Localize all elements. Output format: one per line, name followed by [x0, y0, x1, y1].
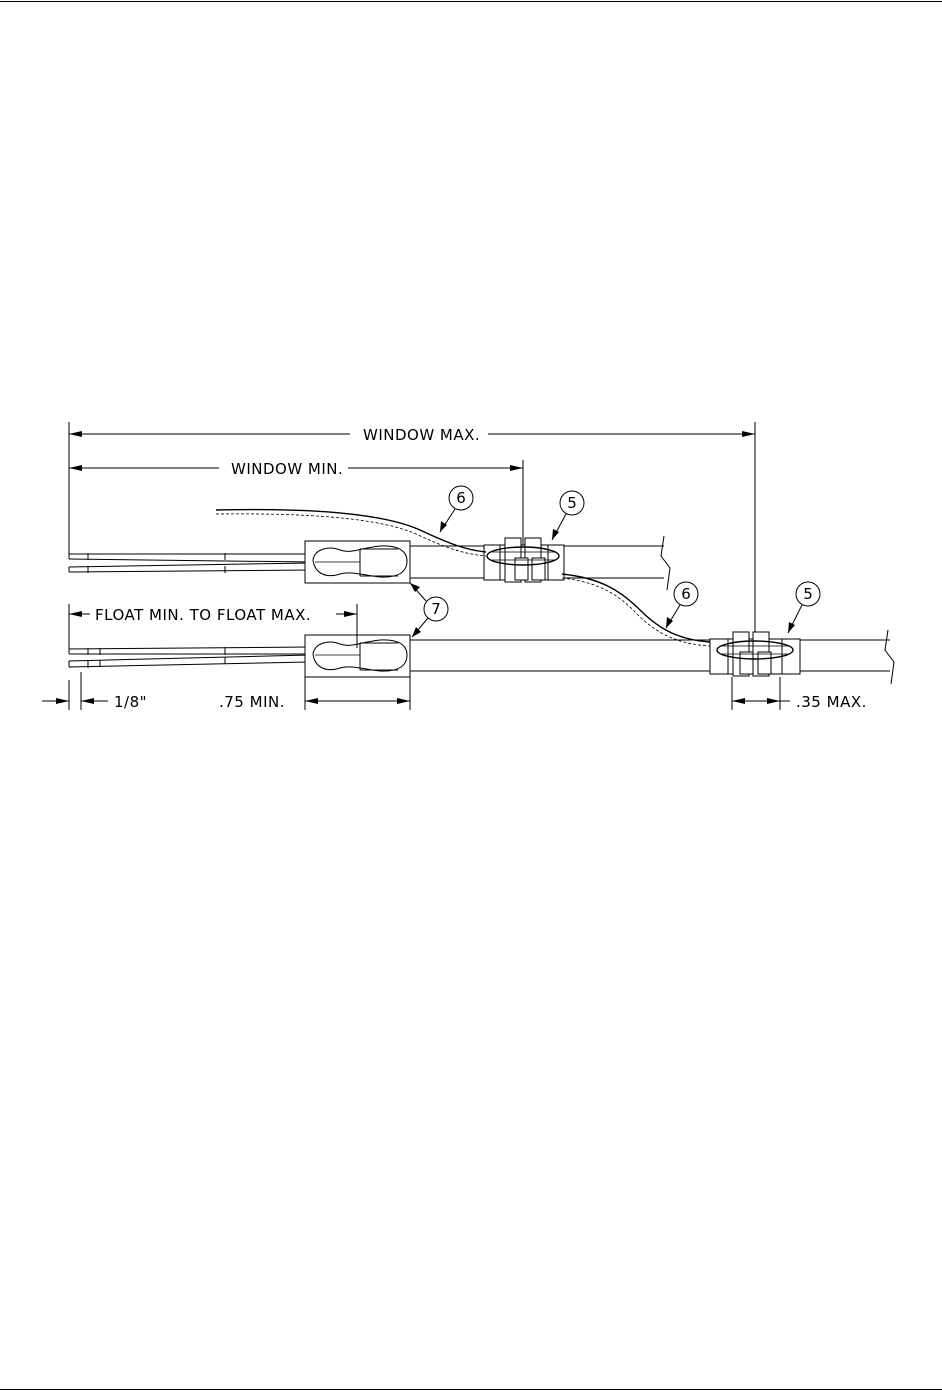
lower-clip-tab-b [758, 652, 771, 674]
callout-5-lower-arrow [788, 622, 795, 633]
float-range-label: FLOAT MIN. TO FLOAT MAX. [95, 606, 311, 624]
callout-6-upper-number: 6 [456, 489, 466, 507]
lower-assembly [69, 630, 894, 684]
callout-5-lower-number: 5 [803, 585, 813, 603]
window-min-arrow-right [510, 465, 523, 471]
upper-wire-top-lead-b [69, 559, 310, 562]
clip-max-dimension: .35 MAX. [732, 677, 867, 711]
tip-length-label: 1/8" [114, 693, 147, 711]
callout-5-upper-arrow [552, 529, 559, 540]
window-max-arrow-left [69, 431, 82, 437]
window-min-arrow-left [69, 465, 82, 471]
callout-5-lower: 5 [788, 582, 820, 633]
lower-clip [710, 632, 800, 676]
upper-wire-bottom-lead-b [69, 570, 310, 572]
callout-6-upper: 6 [440, 486, 473, 532]
tip-arrow-left [56, 698, 69, 704]
upper-clip-tab-b [532, 558, 545, 580]
sleeve-arrow-right [397, 698, 410, 704]
upper-clip [484, 538, 564, 582]
upper-clip-tab-a [515, 558, 528, 580]
sleeve-min-label: .75 MIN. [219, 693, 285, 711]
upper-assembly [69, 510, 670, 590]
upper-cable-break-symbol [661, 536, 670, 590]
window-min-label: WINDOW MIN. [231, 460, 343, 478]
callout-6-lower: 6 [666, 582, 698, 628]
callout-5-upper-number: 5 [567, 494, 577, 512]
clip-arrow-right [767, 698, 780, 704]
callout-7-arrow-upper [410, 583, 420, 592]
callout-5-upper: 5 [552, 491, 584, 540]
float-arrow-right [344, 611, 357, 617]
lower-clip-tab-a [740, 652, 753, 674]
clip-max-label: .35 MAX. [796, 693, 867, 711]
window-max-arrow-right [742, 431, 755, 437]
lower-wire-top-lead [69, 647, 310, 649]
float-arrow-left [69, 611, 82, 617]
window-max-label: WINDOW MAX. [363, 426, 480, 444]
callout-7: 7 [410, 583, 448, 637]
upper-wire-bottom-lead [69, 563, 310, 567]
tip-length-dimension: 1/8" [42, 672, 147, 711]
clip-arrow-left [732, 698, 745, 704]
sleeve-min-dimension: .75 MIN. [219, 677, 410, 711]
lower-wire-bottom-lead [69, 655, 310, 661]
tip-arrow-right [81, 698, 94, 704]
callout-7-number: 7 [431, 600, 441, 618]
lower-cable-break-symbol [885, 630, 894, 684]
sleeve-arrow-left [305, 698, 318, 704]
callout-6-lower-number: 6 [681, 585, 691, 603]
lower-wire-bottom-lead-b [69, 662, 310, 667]
